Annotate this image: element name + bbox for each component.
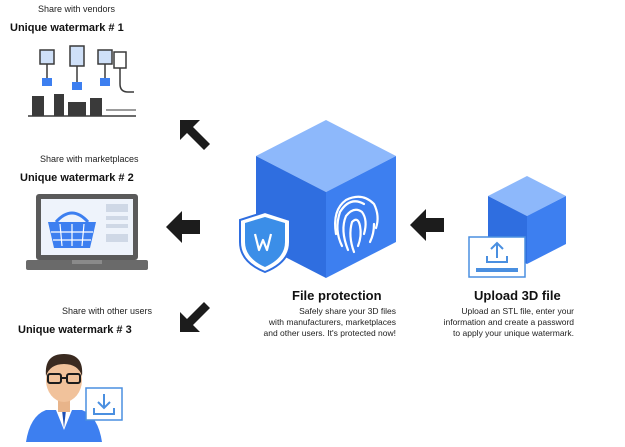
file-protection-description: Safely share your 3D files with manufact… <box>246 306 396 339</box>
arrow-left-icon <box>166 211 200 243</box>
protected-cube-icon <box>256 120 396 278</box>
vendors-subtitle: Share with vendors <box>38 4 116 14</box>
arrow-left-icon-right <box>410 209 444 241</box>
user-avatar-icon <box>26 354 123 442</box>
arrow-down-left-icon <box>180 302 210 332</box>
center-desc-line-1: Safely share your 3D files <box>299 306 396 316</box>
laptop-basket-icon <box>26 194 148 270</box>
right-desc-line-2: information and create a password <box>443 317 574 327</box>
manufacturing-tools-icon <box>28 45 136 117</box>
vendors-title: Unique watermark # 1 <box>10 22 124 34</box>
right-desc-line-1: Upload an STL file, enter your <box>461 306 574 316</box>
users-title: Unique watermark # 3 <box>18 324 132 336</box>
right-desc-line-3: to apply your unique watermark. <box>453 328 574 338</box>
upload-card-icon <box>468 236 526 278</box>
marketplaces-title: Unique watermark # 2 <box>20 172 134 184</box>
fingerprint-icon <box>334 195 379 254</box>
arrow-up-left-icon <box>180 120 210 150</box>
shield-icon <box>239 210 291 274</box>
upload-3d-title: Upload 3D file <box>474 288 561 303</box>
center-desc-line-2: with manufacturers, marketplaces <box>268 317 396 327</box>
marketplaces-subtitle: Share with marketplaces <box>40 154 139 164</box>
upload-cube-icon <box>488 176 566 264</box>
upload-3d-description: Upload an STL file, enter your informati… <box>424 306 574 339</box>
file-protection-title: File protection <box>292 288 382 303</box>
center-desc-line-3: and other users. It's protected now! <box>263 328 396 338</box>
users-subtitle: Share with other users <box>62 306 153 316</box>
